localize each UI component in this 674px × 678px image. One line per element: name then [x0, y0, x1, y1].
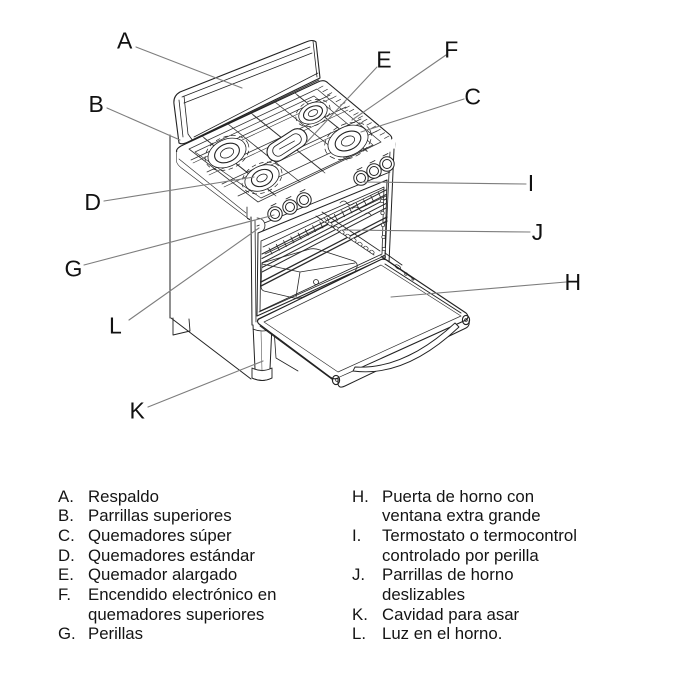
svg-text:A: A	[117, 28, 133, 54]
svg-text:B: B	[89, 91, 104, 117]
svg-text:L: L	[109, 313, 122, 339]
svg-text:H: H	[565, 269, 582, 295]
svg-text:D: D	[84, 189, 101, 215]
svg-text:E: E	[376, 46, 391, 72]
svg-text:C: C	[464, 84, 481, 110]
svg-text:G: G	[65, 256, 83, 282]
svg-text:K: K	[130, 398, 146, 424]
svg-text:I: I	[528, 170, 534, 196]
svg-text:J: J	[532, 219, 544, 245]
svg-text:F: F	[444, 36, 458, 62]
